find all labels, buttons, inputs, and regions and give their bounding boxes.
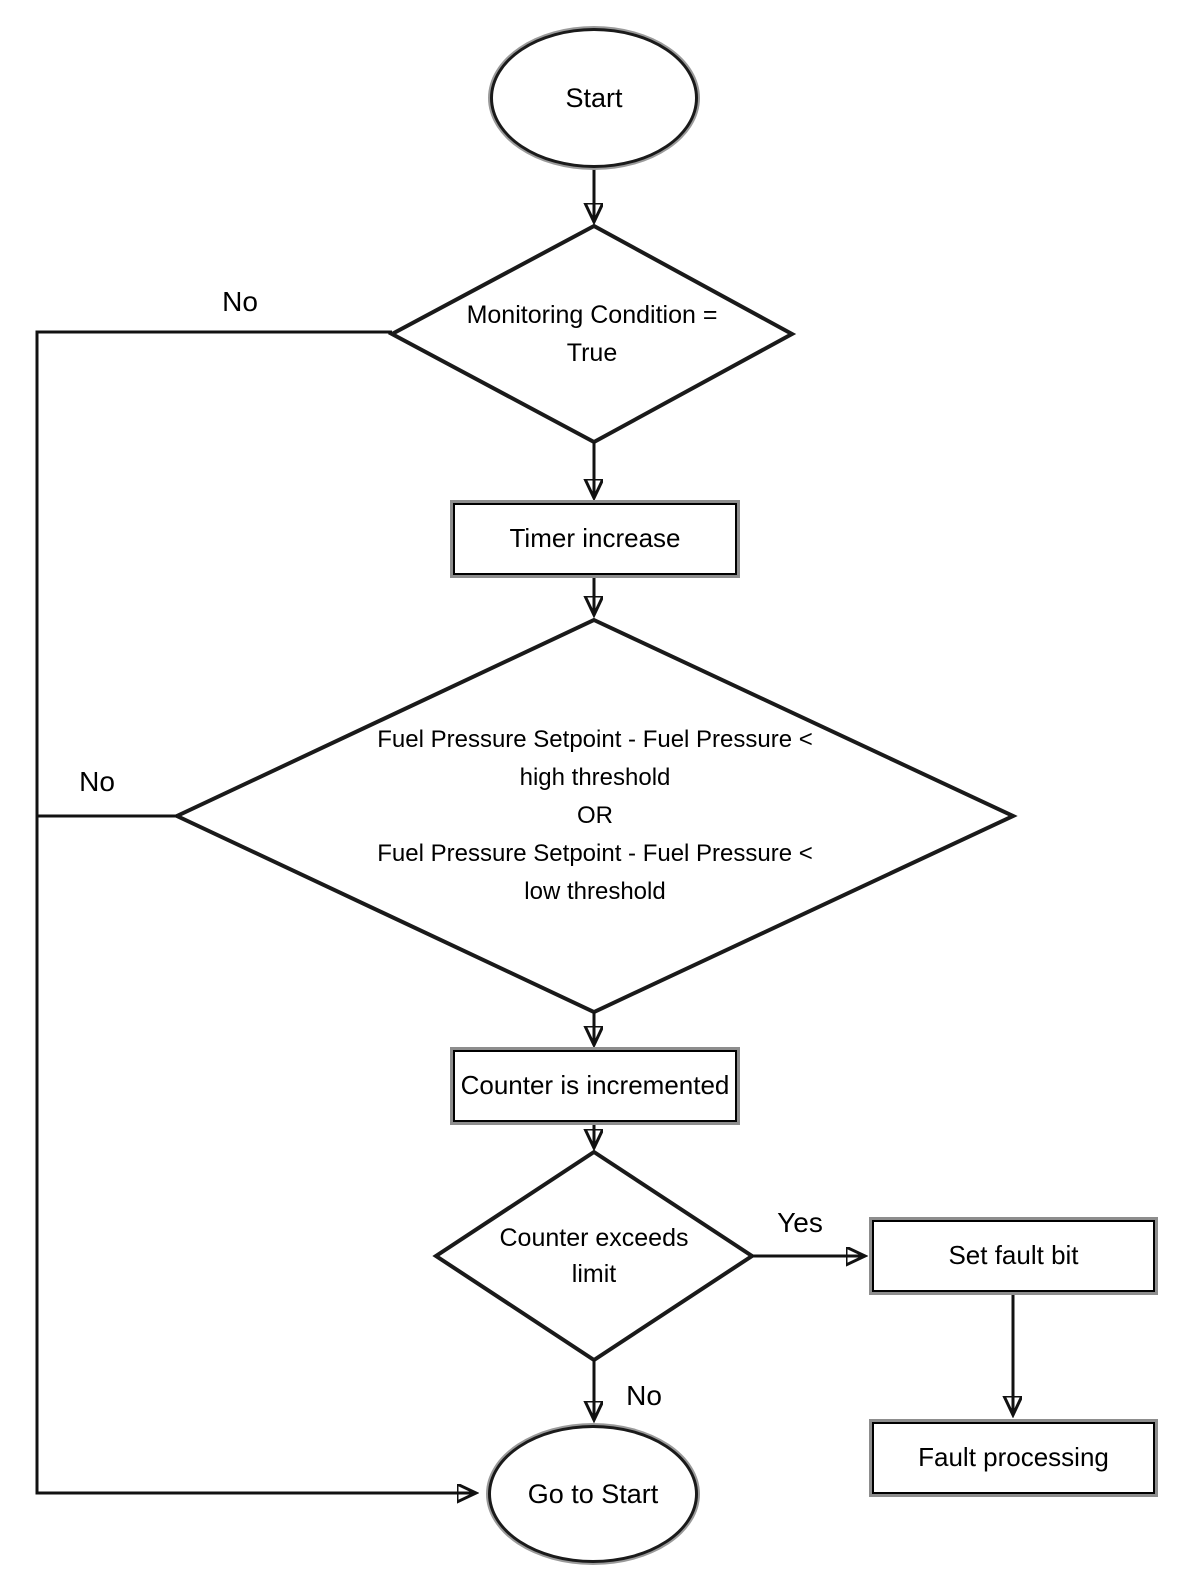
edge-monitoring-no-loop bbox=[35, 330, 474, 1493]
set-fault-bit-label: Set fault bit bbox=[948, 1240, 1079, 1271]
decision-monitoring-line-2: True bbox=[566, 339, 618, 367]
edge-label-monitoring-no: No bbox=[222, 286, 258, 317]
decision-counter-exceeds: Counter exceeds limit bbox=[436, 1152, 752, 1360]
fault-processing-label: Fault processing bbox=[918, 1442, 1109, 1473]
go-to-start-label: Go to Start bbox=[527, 1478, 659, 1509]
counter-exceeds-line-1: Counter exceeds bbox=[499, 1224, 689, 1252]
start-label: Start bbox=[565, 82, 623, 113]
decision-monitoring-condition: Monitoring Condition = True bbox=[392, 226, 792, 442]
start-node: Start bbox=[490, 28, 698, 168]
decision-monitoring-line-1: Monitoring Condition = bbox=[466, 301, 718, 329]
process-fault-processing: Fault processing bbox=[872, 1422, 1155, 1494]
timer-increase-label: Timer increase bbox=[509, 523, 681, 554]
fuel-check-line-2: high threshold bbox=[519, 764, 671, 791]
process-counter-incremented: Counter is incremented bbox=[453, 1050, 737, 1122]
edge-label-fuel-check-no: No bbox=[79, 766, 115, 797]
process-set-fault-bit: Set fault bit bbox=[872, 1220, 1155, 1292]
counter-incremented-label: Counter is incremented bbox=[460, 1070, 730, 1101]
fuel-check-line-1: Fuel Pressure Setpoint - Fuel Pressure < bbox=[377, 726, 813, 753]
fuel-check-line-3: OR bbox=[577, 802, 613, 829]
fuel-check-line-4: Fuel Pressure Setpoint - Fuel Pressure < bbox=[377, 840, 813, 867]
fuel-check-line-5: low threshold bbox=[524, 878, 666, 905]
decision-fuel-pressure-check: Fuel Pressure Setpoint - Fuel Pressure <… bbox=[177, 620, 1013, 1012]
counter-exceeds-line-2: limit bbox=[571, 1260, 617, 1288]
go-to-start-node: Go to Start bbox=[488, 1425, 698, 1563]
process-timer-increase: Timer increase bbox=[453, 503, 737, 575]
edge-label-counter-no: No bbox=[626, 1380, 662, 1411]
edge-label-counter-yes: Yes bbox=[777, 1207, 823, 1238]
